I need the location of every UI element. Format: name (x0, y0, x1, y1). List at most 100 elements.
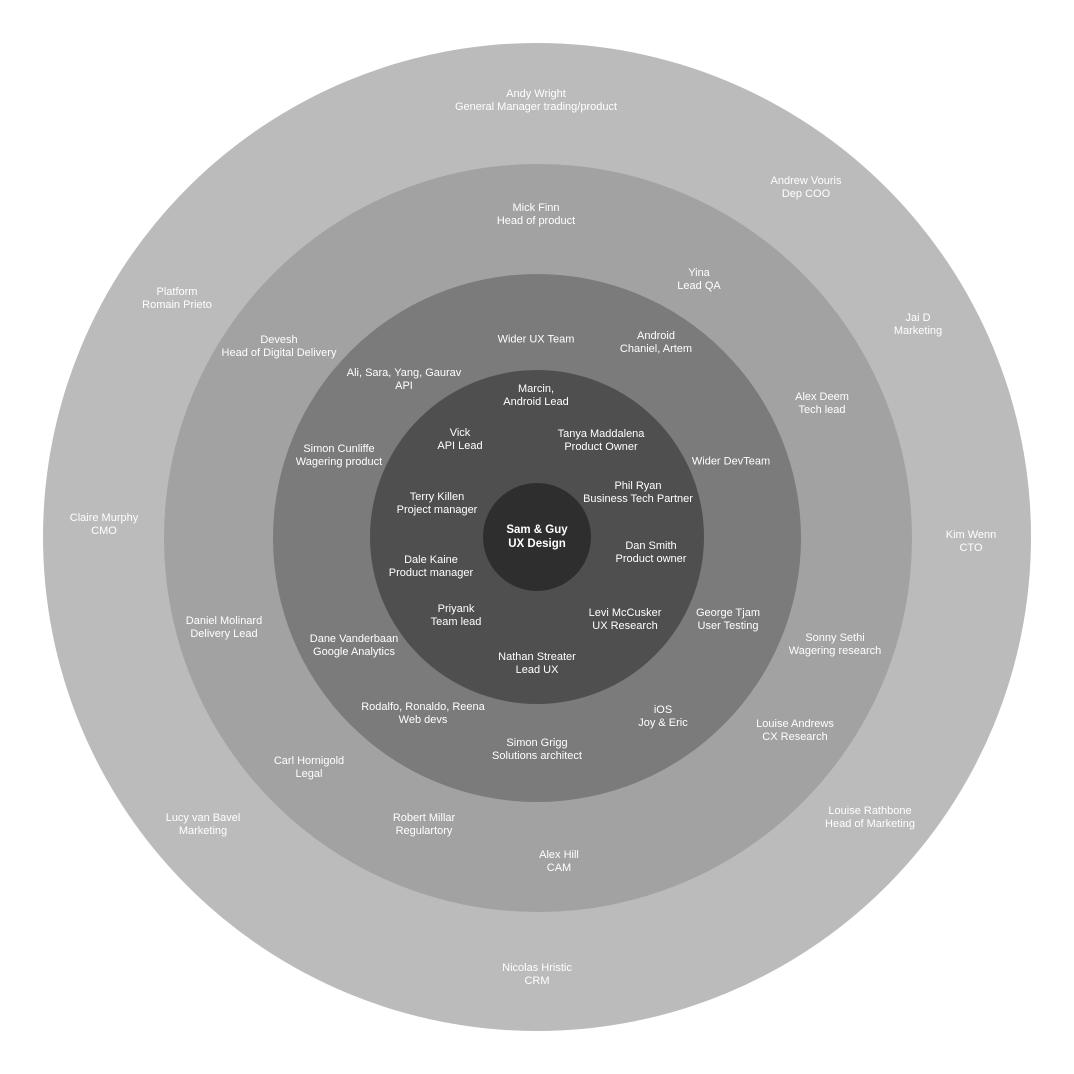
ring-core (483, 483, 591, 591)
person-role: Business Tech Partner (583, 493, 693, 505)
person-role: Wagering research (788, 645, 882, 657)
person-name: Dan Smith (625, 540, 677, 552)
person-role: CMO (91, 525, 117, 537)
person-name: Alex Deem (795, 391, 849, 403)
person-name: Wider DevTeam (691, 455, 771, 468)
person-role: Android Lead (503, 396, 569, 408)
person-name: Mick Finn (512, 202, 560, 214)
person-role: Delivery Lead (190, 628, 258, 640)
person-name: Phil Ryan (614, 480, 662, 492)
person-name: Platform (156, 286, 198, 298)
person-name: Ali, Sara, Yang, Gaurav (346, 367, 462, 379)
person-role: Wagering product (295, 456, 383, 468)
person-role: Marketing (178, 825, 228, 837)
person-name: Android (637, 330, 675, 342)
person-role: API Lead (437, 440, 483, 452)
person-name: Jai D (905, 312, 931, 324)
person-name: Marcin, (517, 383, 555, 395)
person-name: Nicolas Hristic (502, 962, 572, 974)
person-name: Kim Wenn (945, 529, 997, 541)
person-role: Chaniel, Artem (619, 343, 693, 355)
person-name: Wider UX Team (497, 333, 575, 346)
person-name: Carl Hornigold (273, 755, 345, 767)
person-role: Google Analytics (313, 646, 395, 658)
person-name: Daniel Molinard (185, 615, 263, 627)
person-role: Product manager (388, 567, 474, 579)
person-role: Project manager (396, 504, 478, 516)
person-name: Simon Cunliffe (303, 443, 375, 455)
person-role: Lead UX (515, 664, 559, 676)
person-role: Regulartory (395, 825, 453, 837)
person-role: Joy & Eric (638, 717, 688, 729)
person-label: Wider DevTeam (692, 456, 770, 469)
person-role: Head of Digital Delivery (221, 347, 337, 359)
person-name: Rodalfo, Ronaldo, Reena (361, 701, 485, 713)
person-name: Vick (449, 427, 471, 439)
person-name: Robert Millar (392, 812, 456, 824)
person-name: George Tjam (696, 607, 760, 619)
center-label: Sam & Guy UX Design (506, 523, 567, 551)
person-role: Marketing (893, 325, 943, 337)
person-name: Levi McCusker (588, 607, 662, 619)
person-name: Louise Rathbone (828, 805, 912, 817)
person-name: Andy Wright (506, 88, 566, 100)
person-name: Nathan Streater (498, 651, 576, 663)
person-name: Devesh (260, 334, 298, 346)
person-name: Claire Murphy (69, 512, 139, 524)
person-name: Yina (688, 267, 710, 279)
person-name: Dane Vanderbaan (309, 633, 399, 645)
person-name: iOS (653, 704, 673, 716)
person-name: Alex Hill (539, 849, 579, 861)
center-role: UX Design (508, 538, 566, 550)
person-role: Dep COO (781, 188, 831, 200)
person-role: Lead QA (677, 280, 721, 292)
person-name: Tanya Maddalena (557, 428, 645, 440)
person-role: Legal (295, 768, 323, 780)
person-role: CX Research (762, 731, 828, 743)
person-role: Product owner (615, 553, 687, 565)
person-name: Sonny Sethi (805, 632, 865, 644)
person-role: CAM (546, 862, 572, 874)
center-name: Sam & Guy (506, 524, 568, 536)
person-role: Product Owner (564, 441, 638, 453)
person-role: Head of Marketing (825, 818, 915, 830)
person-role: Team lead (430, 616, 482, 628)
person-name: Simon Grigg (506, 737, 568, 749)
person-name: Louise Andrews (756, 718, 834, 730)
person-role: CTO (959, 542, 983, 554)
person-name: Priyank (437, 603, 475, 615)
person-role: Solutions architect (492, 750, 582, 762)
